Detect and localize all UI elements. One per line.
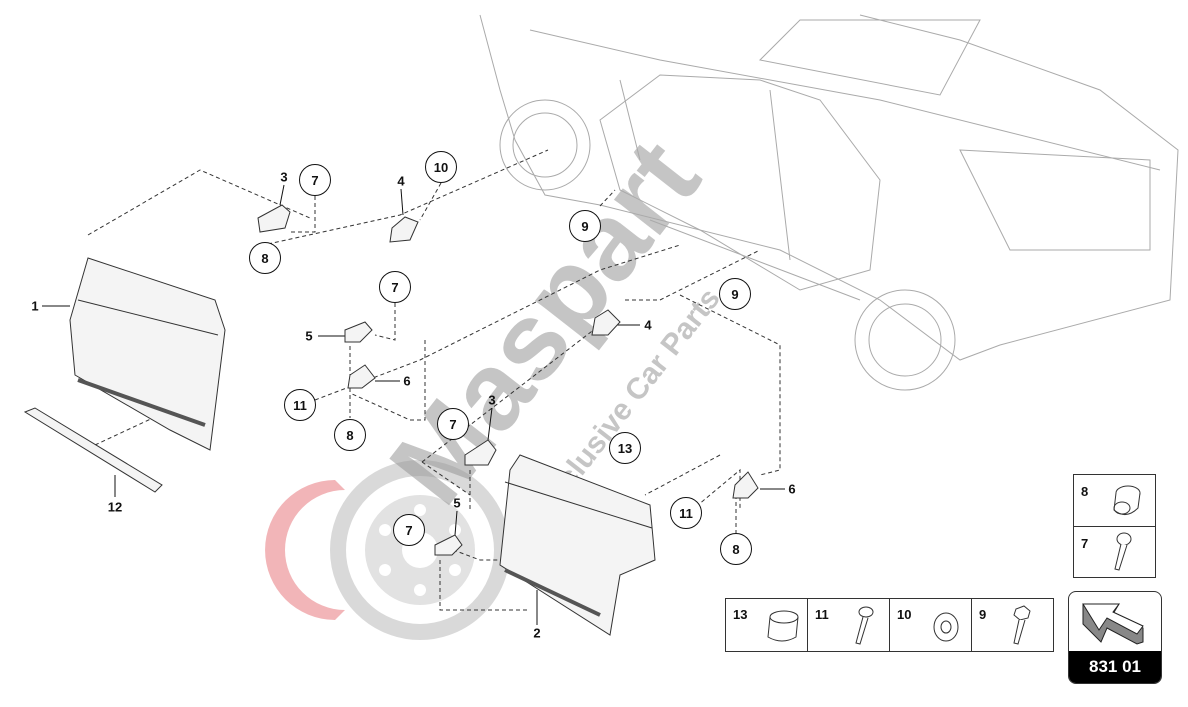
label-5[interactable]: 5 <box>453 495 461 511</box>
bushing-icon <box>1113 485 1141 515</box>
callout-13[interactable]: 13 <box>609 432 641 464</box>
label-2[interactable]: 2 <box>533 625 541 641</box>
callout-8[interactable]: 8 <box>720 533 752 565</box>
label-1[interactable]: 1 <box>31 298 39 314</box>
callout-7[interactable]: 7 <box>379 271 411 303</box>
legend-item-8[interactable]: 8 <box>1074 475 1155 527</box>
front-door <box>69 257 226 451</box>
callout-11[interactable]: 11 <box>670 497 702 529</box>
fastener-legend-column: 8 7 <box>1073 474 1156 578</box>
callout-8[interactable]: 8 <box>249 242 281 274</box>
label-3[interactable]: 3 <box>488 392 496 408</box>
bolt-icon <box>1114 532 1132 571</box>
legend-number: 11 <box>815 607 829 622</box>
hinge-front-4 <box>389 216 419 243</box>
legend-item-11[interactable]: 11 <box>808 599 890 651</box>
ring-clip-icon <box>767 610 799 642</box>
vehicle-outline <box>479 14 1179 391</box>
hinge-rear-5 <box>434 534 463 556</box>
legend-item-7[interactable]: 7 <box>1074 527 1155 579</box>
hinge-5 <box>344 321 373 343</box>
label-6[interactable]: 6 <box>788 481 796 497</box>
callout-7[interactable]: 7 <box>393 514 425 546</box>
callout-8[interactable]: 8 <box>334 419 366 451</box>
direction-arrow-icon <box>1082 603 1144 645</box>
fastener-legend-row: 13 11 10 9 <box>725 598 1054 652</box>
page-code: 831 01 <box>1069 651 1161 683</box>
door-parts <box>23 204 759 636</box>
sill-trim <box>23 407 163 493</box>
legend-number: 10 <box>897 607 912 622</box>
rear-door <box>499 454 656 636</box>
torx-bolt-icon <box>855 606 874 645</box>
legend-number: 8 <box>1081 484 1089 499</box>
legend-number: 13 <box>733 607 748 622</box>
label-5[interactable]: 5 <box>305 328 313 344</box>
hinge-upper-front <box>257 204 291 233</box>
legend-item-13[interactable]: 13 <box>726 599 808 651</box>
label-4[interactable]: 4 <box>644 317 652 333</box>
label-6[interactable]: 6 <box>403 373 411 389</box>
page-code-box[interactable]: 831 01 <box>1068 591 1162 684</box>
callout-7[interactable]: 7 <box>437 408 469 440</box>
label-12[interactable]: 12 <box>107 499 123 515</box>
legend-item-10[interactable]: 10 <box>890 599 972 651</box>
nut-icon <box>933 612 959 642</box>
callout-9[interactable]: 9 <box>719 278 751 310</box>
callout-7[interactable]: 7 <box>299 164 331 196</box>
callout-10[interactable]: 10 <box>425 151 457 183</box>
hex-bolt-icon <box>1013 605 1031 645</box>
legend-item-9[interactable]: 9 <box>972 599 1054 651</box>
hinge-rear-6 <box>732 471 759 499</box>
label-4[interactable]: 4 <box>397 173 405 189</box>
hinge-6 <box>347 364 376 389</box>
hinge-3 <box>464 439 497 466</box>
label-leaders <box>42 184 785 625</box>
legend-number: 9 <box>979 607 987 622</box>
callout-11[interactable]: 11 <box>284 389 316 421</box>
callout-9[interactable]: 9 <box>569 210 601 242</box>
hinge-rear-4 <box>591 309 621 336</box>
legend-number: 7 <box>1081 536 1089 551</box>
label-3[interactable]: 3 <box>280 169 288 185</box>
